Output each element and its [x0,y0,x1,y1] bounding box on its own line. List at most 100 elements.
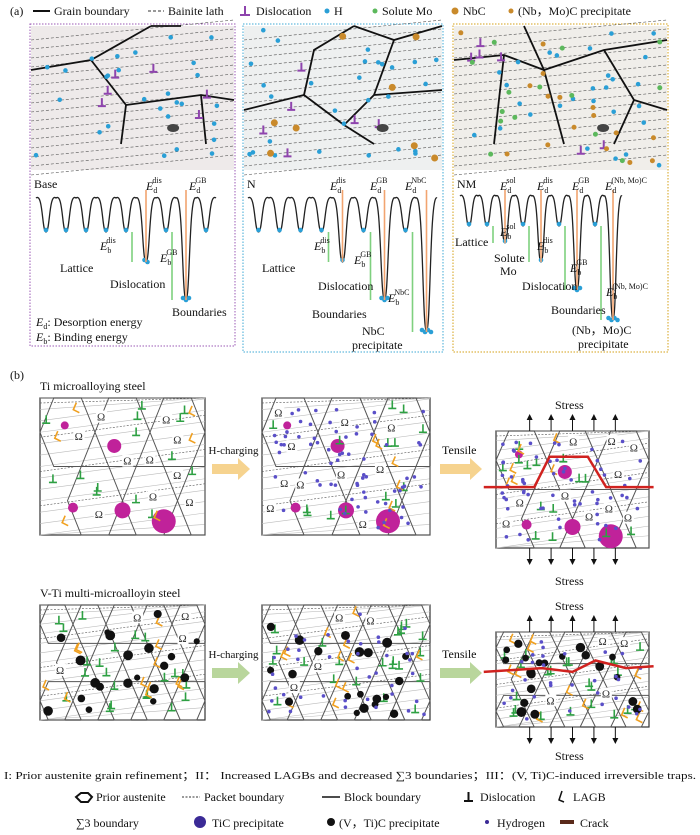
hydrogen-atom [530,653,535,657]
grain-boundary [200,94,207,145]
hydrogen-atom [552,441,557,445]
hydrogen-atom [341,121,347,127]
lagb-icon [72,402,80,414]
legend-b: Prior austenite Packet boundary Block bo… [74,790,609,830]
sigma3-backing [122,454,134,467]
hydrogen-atom [364,510,368,514]
block-boundary [495,535,650,549]
hydrogen-atom [471,132,477,138]
hydrogen-atom [643,54,648,60]
legend-vtic: (V，Ti)C precipitate [339,816,440,830]
hydrogen-atom [308,422,313,427]
dislocation-icon [180,405,189,415]
sigma3-backing [597,635,609,648]
e-sub: b [361,260,365,269]
sigma3-boundary-icon: Ω [133,612,141,624]
hydrogen-atom [410,671,415,676]
dislocation-icon [59,623,68,633]
nbmoc-precipitate [649,158,655,164]
tic-precipitate [68,502,78,513]
hydrogen-atom [376,525,380,530]
bainite-lath [30,145,235,167]
packet-boundary [261,604,431,611]
hydrogen-atom [57,97,63,103]
e-symbol: E [188,179,197,193]
hydrogen-atom [267,709,271,714]
e-sup: GB [360,250,371,259]
nbc-precipitate [270,119,278,127]
hydrogen-atom [363,495,368,500]
hydrogen-atom [355,481,359,486]
grain-boundary [373,89,443,96]
block-boundary [39,604,206,625]
hydrogen-atom [365,697,370,702]
hydrogen-atom [355,425,359,429]
hydrogen-atom [174,147,180,152]
hydrogen-atom [116,67,121,73]
solute-mo [657,85,663,91]
e-symbol: E [604,179,613,193]
hydrogen-atom [590,490,595,494]
block-boundary [261,707,431,721]
lagb-icon [517,443,525,455]
hydrogen-atom [534,455,539,459]
legend-crack: Crack [580,816,609,830]
energy-label: EbGB [353,250,371,269]
vtic-precipitate [284,697,294,706]
energy-label: EdGB [571,176,589,195]
solute-mo-icon [372,8,378,14]
tic-precipitate [283,421,292,430]
dislocation-icon [103,85,112,95]
e-symbol: E [536,239,545,253]
dislocation-icon [576,145,585,155]
hydrogen-atom [267,139,273,144]
bainite-lath [30,64,235,86]
hydrogen-atom [634,711,639,716]
nbc-precipitate [292,124,300,132]
microstructure-bg [31,26,234,170]
e-sub: d [579,186,583,195]
sigma3-boundary-icon: Ω [614,469,622,481]
hydrogen-atom [372,420,377,424]
tic-precipitate [521,519,532,530]
prior-austenite-grain [176,466,206,536]
hydrogen-atom [399,515,404,520]
label-boundaries: Boundaries [551,303,606,317]
dislocation-icon [202,89,211,99]
dislocation-icon [475,49,484,59]
hydrogen-atom [385,653,389,658]
stress-top-1: Stress [555,398,584,412]
hydrogen-atom [375,60,381,65]
nbmoc-precipitate [540,41,546,47]
vtic-precipitate [382,637,393,648]
label-nbmoc: (Nb，Mo)C [572,323,631,337]
hydrogen-atom [191,60,196,66]
e-symbol: E [499,225,508,239]
e-sup: dis [106,236,115,245]
grain-boundary [543,69,565,145]
hydrogen-atom [548,683,553,688]
hydrogen-atom [614,526,618,531]
energy-label: Edsol [499,176,516,195]
microstructure-bg [244,26,442,170]
label-solute: Solute [494,251,525,265]
bainite-lath [30,19,235,41]
lagb-icon [375,438,383,450]
bainite-lath [243,55,443,77]
hydrogen-atom [288,709,293,714]
grain-boundary [493,54,505,145]
hydrogen-atom [329,461,333,466]
hydrogen-atom [326,633,330,637]
packet-boundary [495,662,650,685]
hydrogen-atom [343,705,348,709]
vtic-precipitate [340,630,350,640]
legend-lagb: LAGB [573,790,606,804]
hydrogen-trap [615,317,620,323]
dislocation-icon [335,435,344,445]
e-symbol: E [145,179,154,193]
legend-dislocation: Dislocation [480,790,535,804]
sigma3-backing [559,489,571,502]
hydrogen-atom [595,501,599,506]
e-symbol: E [353,253,362,267]
